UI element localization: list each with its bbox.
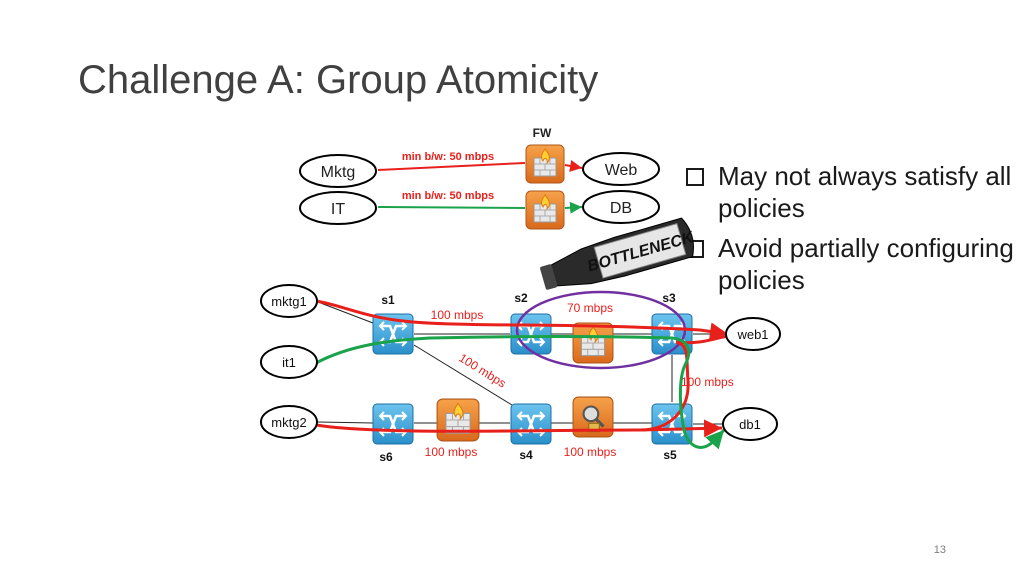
policy-node-web: [582, 152, 660, 186]
firewall-icon: [525, 190, 565, 230]
policy-edge-mktg-fw: [377, 162, 526, 171]
policy-edge-fw-db: [564, 201, 583, 214]
policy-edge-fw-web: [564, 160, 583, 172]
host-label: it1: [282, 355, 296, 370]
link-label: 100 mbps: [425, 445, 478, 459]
link-label: 100 mbps: [456, 351, 508, 391]
policy-node-label: DB: [610, 200, 632, 217]
checkbox-bullet-icon: [686, 168, 704, 186]
switch-icon: [372, 403, 414, 445]
red-flow-path: [639, 419, 723, 438]
host-label: web1: [736, 327, 768, 342]
fw-label: FW: [533, 126, 552, 140]
host-label: db1: [739, 417, 761, 432]
policy-node-label: Mktg: [321, 164, 356, 181]
switch-label: s6: [379, 450, 393, 464]
host-node-db1: [722, 407, 778, 441]
page-number: 13: [933, 544, 946, 556]
host-node-it1: [260, 345, 318, 379]
host-label: mktg2: [271, 415, 306, 430]
switch-label: s2: [514, 291, 528, 305]
host-node-web1: [725, 317, 781, 351]
bullet-list: May not always satisfy all policies Avoi…: [684, 160, 1014, 304]
switch-label: s4: [519, 448, 533, 462]
red-flow-path: [315, 299, 729, 341]
green-flow-path: [315, 335, 726, 450]
bullet-item: Avoid partially configuring policies: [684, 232, 1014, 296]
switch-label: s5: [663, 448, 677, 462]
switch-icon: [510, 403, 552, 445]
switch-label: s3: [662, 291, 676, 305]
bullet-text: May not always satisfy all policies: [718, 161, 1012, 223]
host-node-mktg1: [260, 284, 318, 318]
slide-title: Challenge A: Group Atomicity: [78, 58, 599, 102]
bottleneck-bottle-image: BOTTLENECK: [540, 217, 697, 290]
policy-edge-label: min b/w: 50 mbps: [402, 151, 494, 163]
firewall-icon: [572, 322, 614, 364]
firewall-icon: [436, 398, 480, 442]
link-label: 100 mbps: [564, 445, 617, 459]
link-label: 100 mbps: [681, 375, 734, 389]
policy-node-it: [299, 191, 377, 225]
policy-edge-label: min b/w: 50 mbps: [402, 190, 494, 202]
bullet-item: May not always satisfy all policies: [684, 160, 1014, 224]
link-label: 70 mbps: [567, 301, 613, 315]
policy-node-label: IT: [331, 201, 345, 218]
link-label: 100 mbps: [431, 308, 484, 322]
host-node-mktg2: [260, 405, 318, 439]
host-label: mktg1: [271, 294, 306, 309]
red-flow-path: [315, 334, 729, 433]
policy-edge-it-fw: [377, 206, 526, 209]
switch-label: s1: [381, 293, 395, 307]
policy-node-db: [582, 190, 660, 224]
bullet-text: Avoid partially configuring policies: [718, 233, 1014, 295]
policy-node-mktg: [299, 154, 377, 188]
firewall-icon: [525, 144, 565, 184]
policy-node-label: Web: [605, 162, 638, 179]
